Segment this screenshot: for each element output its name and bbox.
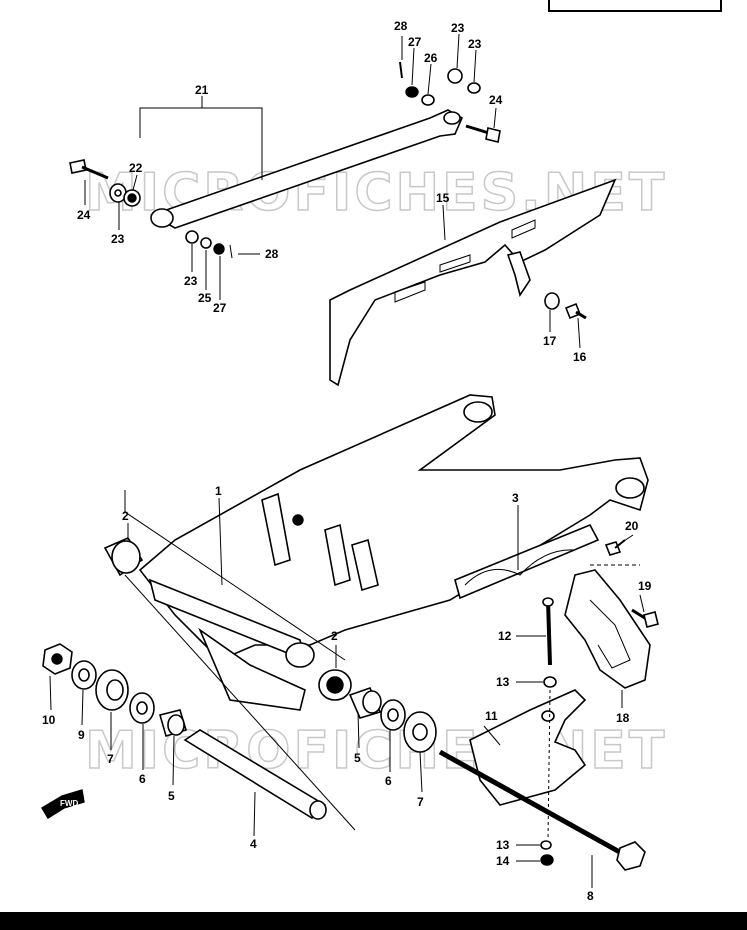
spacer-5-left [159, 709, 187, 737]
callout-8: 8 [587, 889, 594, 903]
washer-13-bottom [540, 840, 552, 850]
torque-link-21 [150, 109, 464, 229]
callout-24: 24 [77, 208, 91, 222]
callout-labels: 28 27 26 23 23 24 21 22 24 23 23 25 27 2… [42, 19, 652, 903]
callout-2: 2 [331, 629, 338, 643]
callout-19: 19 [638, 579, 652, 593]
callout-6: 6 [385, 774, 392, 788]
washer-9 [71, 660, 97, 690]
callout-17: 17 [543, 334, 557, 348]
callout-26: 26 [424, 51, 438, 65]
callout-12: 12 [498, 629, 512, 643]
callout-3: 3 [512, 491, 519, 505]
callout-28: 28 [394, 19, 408, 33]
callout-5: 5 [168, 789, 175, 803]
callout-23: 23 [111, 232, 125, 246]
bolt-24-left [69, 159, 109, 180]
callout-9: 9 [78, 728, 85, 742]
fwd-label: FWD [60, 799, 78, 808]
seal-7-right [403, 711, 437, 753]
leader-21 [139, 107, 263, 180]
bracket-11 [469, 689, 587, 806]
spacer-5-right [348, 686, 382, 719]
hardware-top-right [399, 61, 501, 143]
callout-27: 27 [408, 35, 422, 49]
callout-5: 5 [354, 751, 361, 765]
corner-frame [548, 0, 722, 12]
bottom-border [0, 912, 747, 930]
bushing-22 [123, 189, 141, 207]
nut-14 [540, 854, 554, 866]
chain-guard-15 [329, 178, 617, 387]
washer-17 [544, 292, 560, 310]
bearing-2-right [318, 669, 352, 701]
washer-6-left [129, 692, 155, 724]
washer-13-top [543, 676, 557, 688]
callout-10: 10 [42, 713, 56, 727]
callout-23: 23 [184, 274, 198, 288]
callout-14: 14 [496, 854, 510, 868]
callout-24: 24 [489, 93, 503, 107]
callout-6: 6 [139, 772, 146, 786]
callout-7: 7 [417, 795, 424, 809]
callout-20: 20 [625, 519, 639, 533]
hardware-23-25-27-28-lower [185, 230, 233, 259]
swingarm-3 [138, 394, 649, 711]
callout-7: 7 [107, 752, 114, 766]
bearing-2-left [103, 536, 144, 577]
callout-11: 11 [485, 709, 498, 723]
seal-7-left [95, 669, 129, 711]
pivot-shaft-4 [183, 729, 327, 820]
fwd-arrow-icon: FWD [41, 789, 85, 819]
callout-23: 23 [451, 21, 465, 35]
bolt-16 [564, 302, 587, 320]
callout-13: 13 [496, 838, 510, 852]
callout-27: 27 [213, 301, 227, 315]
nut-10 [42, 643, 73, 675]
callout-25: 25 [198, 291, 212, 305]
leader-lines [49, 33, 645, 888]
callout-28: 28 [265, 247, 279, 261]
bolt-19 [631, 608, 659, 628]
washer-6-right [380, 699, 406, 731]
callout-21: 21 [195, 83, 209, 97]
callout-15: 15 [436, 191, 450, 205]
bolt-12 [542, 597, 554, 666]
chain-guide-18 [564, 569, 651, 689]
callout-22: 22 [129, 161, 143, 175]
bolt-8 [438, 749, 646, 871]
callout-16: 16 [573, 350, 587, 364]
callout-18: 18 [616, 711, 630, 725]
callout-1: 1 [215, 484, 222, 498]
callout-13: 13 [496, 675, 510, 689]
callout-4: 4 [250, 837, 257, 851]
callout-2: 2 [122, 509, 129, 523]
callout-23: 23 [468, 37, 482, 51]
